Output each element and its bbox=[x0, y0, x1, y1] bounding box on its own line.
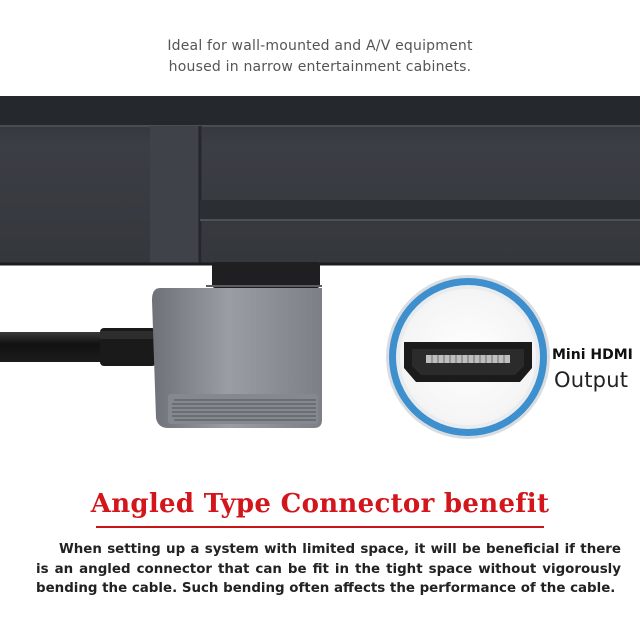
benefit-heading: Angled Type Connector benefit bbox=[90, 489, 550, 519]
top-caption: Ideal for wall-mounted and A/V equipment… bbox=[0, 36, 640, 78]
benefit-paragraph: When setting up a system with limited sp… bbox=[36, 542, 621, 596]
device-body bbox=[0, 96, 640, 266]
callout-label-output: Output bbox=[554, 368, 629, 392]
angled-connector-icon bbox=[152, 262, 322, 428]
caption-line-2: housed in narrow entertainment cabinets. bbox=[168, 59, 472, 75]
mini-hdmi-callout bbox=[386, 275, 550, 439]
cable-icon bbox=[0, 328, 156, 366]
mini-hdmi-port-icon bbox=[404, 342, 532, 382]
heading-underline bbox=[96, 526, 544, 528]
caption-line-1: Ideal for wall-mounted and A/V equipment bbox=[167, 38, 473, 54]
callout-label-mini-hdmi: Mini HDMI bbox=[552, 347, 633, 363]
